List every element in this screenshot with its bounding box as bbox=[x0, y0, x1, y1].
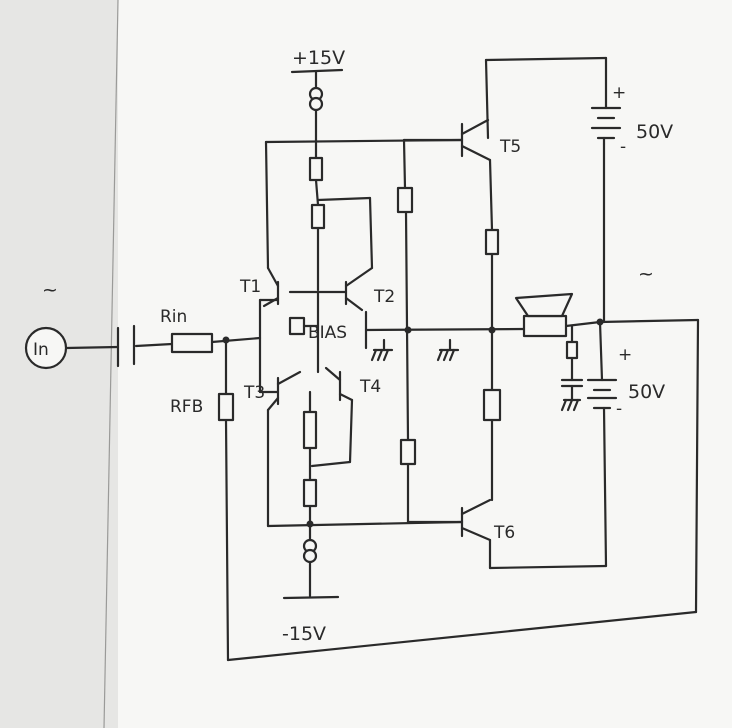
label-plus-top: + bbox=[612, 83, 626, 103]
transistor-t4 bbox=[324, 366, 354, 402]
label-t6: T6 bbox=[493, 523, 515, 543]
resistor-bottom-2 bbox=[302, 478, 318, 508]
zobel-capacitor bbox=[560, 378, 584, 388]
bias-network bbox=[288, 290, 368, 374]
resistor-rin bbox=[170, 332, 214, 354]
battery-negative-50v bbox=[586, 378, 618, 410]
resistor-zobel bbox=[565, 340, 579, 360]
label-plus-bottom: + bbox=[618, 345, 632, 365]
resistor-t5-emitter bbox=[484, 228, 500, 256]
battery-positive-50v bbox=[590, 106, 622, 146]
transistor-t6 bbox=[460, 498, 492, 542]
label-t3: T3 bbox=[243, 383, 265, 403]
transistor-t2 bbox=[288, 266, 374, 312]
label-t5: T5 bbox=[499, 137, 521, 157]
ground-symbol-1 bbox=[370, 338, 394, 362]
junction-output bbox=[404, 326, 412, 334]
label-t4: T4 bbox=[359, 377, 381, 397]
resistor-driver-lower bbox=[399, 438, 417, 466]
current-source-top bbox=[308, 86, 324, 112]
label-t1: T1 bbox=[239, 277, 261, 297]
transistor-t3 bbox=[266, 370, 302, 412]
label-neg15: -15V bbox=[282, 623, 326, 645]
label-minus-top: - bbox=[620, 137, 626, 157]
junction-bottom bbox=[306, 520, 314, 528]
resistor-t6-emitter bbox=[482, 388, 502, 422]
speaker bbox=[514, 292, 574, 338]
label-wave-output: ~ bbox=[638, 263, 654, 285]
label-bias: BIAS bbox=[308, 323, 347, 343]
label-rin: Rin bbox=[160, 307, 187, 327]
transistor-t5 bbox=[460, 118, 492, 162]
wiring bbox=[64, 56, 700, 662]
input-connector bbox=[24, 326, 68, 370]
label-minus-bottom: - bbox=[616, 399, 622, 419]
junction-supply bbox=[596, 318, 604, 326]
ground-symbol-2 bbox=[436, 338, 460, 362]
junction-input bbox=[222, 336, 230, 344]
resistor-bottom-1 bbox=[302, 410, 318, 450]
resistor-rfb bbox=[217, 392, 235, 422]
label-neg50: 50V bbox=[628, 381, 665, 403]
label-t2: T2 bbox=[373, 287, 395, 307]
resistor-top-1 bbox=[308, 156, 324, 182]
label-pos50: 50V bbox=[636, 121, 673, 143]
transistor-t1 bbox=[262, 266, 280, 308]
input-capacitor bbox=[116, 324, 136, 368]
label-input: In bbox=[33, 340, 49, 360]
label-wave-input: ~ bbox=[42, 279, 58, 301]
resistor-top-2 bbox=[310, 203, 326, 230]
label-rfb: RFB bbox=[170, 397, 203, 417]
junction-t5 bbox=[488, 326, 496, 334]
current-source-bottom bbox=[302, 538, 318, 564]
resistor-driver-upper bbox=[396, 186, 414, 214]
ground-symbol-3 bbox=[560, 398, 582, 412]
label-pos15: +15V bbox=[292, 47, 345, 69]
